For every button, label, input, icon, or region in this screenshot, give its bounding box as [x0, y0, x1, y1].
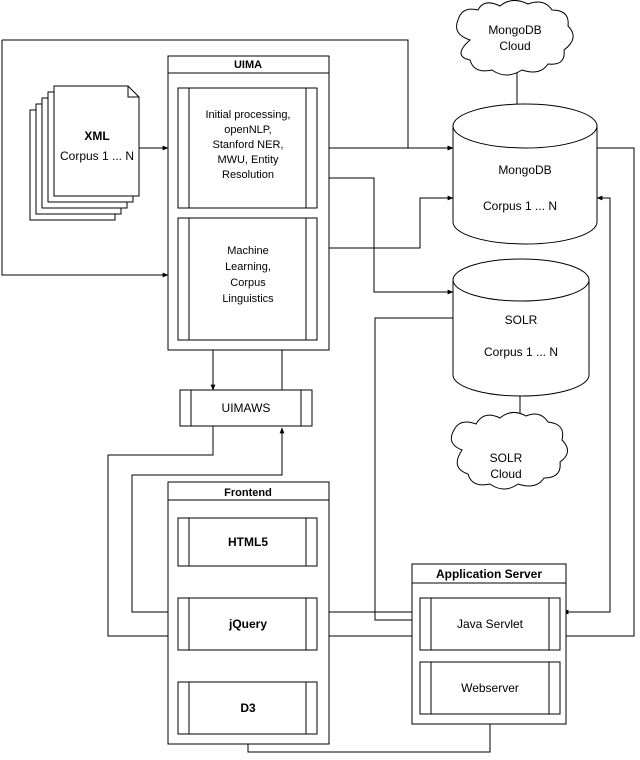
initial-processing-line-4: MWU, Entity — [217, 154, 279, 166]
solr-label: SOLR — [505, 313, 538, 327]
xml-label: XML — [84, 129, 109, 143]
mongodb-cloud-line-1: MongoDB — [488, 23, 541, 37]
html5-label: HTML5 — [228, 535, 268, 549]
connector-left-to-ml — [1, 40, 169, 278]
mongodb-label: MongoDB — [498, 163, 551, 177]
machine-learning-line-2: Learning, — [225, 261, 271, 273]
jquery-box: jQuery — [177, 597, 318, 651]
connector-init-to-solr — [317, 177, 454, 295]
connector-servlet-right — [563, 145, 635, 637]
connector-mongo-servlet — [562, 195, 611, 615]
webserver-label: Webserver — [461, 681, 519, 695]
initial-processing-line-5: Resolution — [222, 169, 274, 181]
mongodb-cylinder: MongoDB Corpus 1 ... N — [452, 103, 598, 245]
jquery-label: jQuery — [228, 617, 267, 631]
machine-learning-line-4: Linguistics — [222, 293, 274, 305]
solr-corpus-label: Corpus 1 ... N — [484, 345, 558, 359]
solr-cloud: SOLR Cloud — [450, 412, 568, 490]
d3-label: D3 — [240, 701, 256, 715]
frontend-title: Frontend — [224, 487, 272, 499]
connector-solr-servlet — [374, 317, 453, 623]
solr-cloud-line-2: Cloud — [490, 467, 521, 481]
mongodb-cloud-line-2: Cloud — [499, 39, 530, 53]
java-servlet-label: Java Servlet — [457, 617, 524, 631]
xml-corpus-stack: XML Corpus 1 ... N — [29, 85, 140, 221]
application-server-title: Application Server — [436, 567, 542, 581]
connector-webserver-to-d3 — [245, 722, 491, 753]
initial-processing-line-2: openNLP, — [224, 124, 272, 136]
d3-box: D3 — [177, 681, 318, 735]
java-servlet-box: Java Servlet — [419, 597, 561, 651]
connector-ml-to-mongo — [317, 195, 454, 249]
solr-cloud-line-1: SOLR — [490, 451, 523, 465]
connector-uimaws-to-jquery — [107, 426, 214, 639]
uimaws-label: UIMAWS — [222, 401, 271, 415]
cloud-icon — [450, 412, 568, 490]
initial-processing-line-1: Initial processing, — [206, 109, 291, 121]
webserver-box: Webserver — [419, 661, 561, 715]
machine-learning-box: Machine Learning, Corpus Linguistics — [177, 217, 318, 341]
uimaws-box: UIMAWS — [179, 389, 313, 427]
machine-learning-line-1: Machine — [227, 245, 269, 257]
solr-cylinder: SOLR Corpus 1 ... N — [452, 258, 590, 397]
xml-corpus-label: Corpus 1 ... N — [60, 149, 134, 163]
machine-learning-line-3: Corpus — [230, 277, 266, 289]
uima-title: UIMA — [234, 59, 262, 71]
cloud-icon — [456, 0, 574, 76]
xml-document-icon — [53, 85, 140, 197]
html5-box: HTML5 — [177, 517, 318, 567]
initial-processing-box: Initial processing, openNLP, Stanford NE… — [177, 87, 318, 209]
mongodb-corpus-label: Corpus 1 ... N — [483, 199, 557, 213]
connector-jquery-to-uimaws — [131, 427, 285, 613]
initial-processing-line-3: Stanford NER, — [213, 139, 284, 151]
mongodb-cloud: MongoDB Cloud — [456, 0, 574, 76]
